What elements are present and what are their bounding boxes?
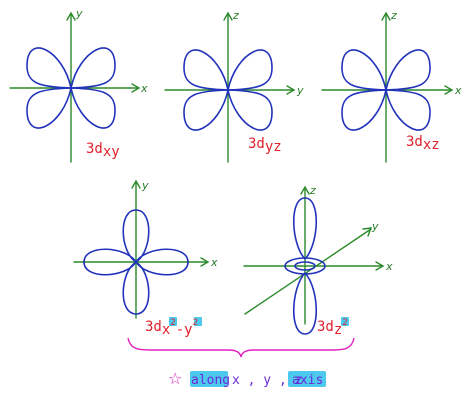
lobe-left: [83, 248, 137, 276]
lobe-upper-right: [70, 47, 116, 89]
label-highlight-1: [169, 317, 177, 326]
x-axis-arrow: [131, 83, 141, 93]
lobe-up: [292, 197, 318, 260]
z-axis-arrow: [300, 185, 310, 195]
panel-3dxy: y x 3dxy: [9, 7, 148, 163]
y-axis-diagonal-arrow: [362, 227, 373, 237]
panel-3dx2-y2: y x 3dx2-y2: [73, 179, 218, 338]
y-axis-arrow: [286, 85, 296, 95]
lobe-lower-right: [385, 89, 431, 131]
y-axis-label: y: [371, 220, 379, 233]
lobe-right: [135, 248, 189, 276]
note-highlight-along: [190, 371, 228, 387]
torus-outer: [284, 257, 326, 275]
x-axis-arrow: [200, 257, 210, 267]
lobes-3dxy: [26, 47, 116, 129]
lobe-lower-left: [183, 89, 229, 131]
z-axis-label: z: [309, 184, 316, 197]
star-icon: ☆: [168, 369, 182, 388]
lobes-3dz2: [284, 197, 326, 335]
y-axis-arrow: [131, 179, 141, 189]
torus-inner: [294, 261, 316, 271]
lobes-3dx2-y2: [83, 209, 189, 315]
lobe-lower-right: [227, 89, 273, 131]
orbital-label-3dxz: 3dxz: [406, 134, 440, 153]
lobe-upper-left: [341, 49, 387, 91]
label-highlight: [341, 317, 349, 326]
panel-3dyz: z y 3dyz: [164, 9, 304, 163]
lobes-3dyz: [183, 49, 273, 131]
note-axis: axis: [292, 373, 323, 388]
orbital-label-3dx2-y2: 3dx2-y2: [145, 318, 198, 338]
curly-brace: [127, 337, 355, 358]
lobe-lower-left: [341, 89, 387, 131]
note-highlight-axis: [288, 371, 326, 387]
lobe-down: [292, 272, 318, 335]
note-along: along: [191, 373, 230, 388]
z-axis-label: z: [390, 9, 397, 22]
z-axis-label: z: [232, 9, 239, 22]
lobe-up: [122, 209, 150, 263]
lobe-upper-left: [26, 47, 72, 89]
orbital-label-3dz2: 3dz2: [317, 318, 348, 338]
x-axis-label: x: [454, 84, 462, 97]
lobe-lower-left: [26, 87, 72, 129]
orbital-label-3dxy: 3dxy: [86, 141, 120, 160]
x-axis-label: x: [385, 260, 393, 273]
lobe-down: [122, 261, 150, 315]
panel-3dxz: z x 3dxz: [321, 9, 462, 163]
x-axis-arrow: [375, 261, 385, 271]
x-axis-label: x: [210, 256, 218, 269]
lobe-upper-right: [385, 49, 431, 91]
label-highlight-2: [194, 317, 202, 326]
y-axis-diagonal: [244, 228, 372, 315]
lobe-upper-right: [227, 49, 273, 91]
lobes-3dxz: [341, 49, 431, 131]
lobe-lower-right: [70, 87, 116, 129]
z-axis-arrow: [223, 11, 233, 21]
lobe-upper-left: [183, 49, 229, 91]
note-xyz: x , y , z: [232, 373, 302, 388]
panel-3dz2: z x y 3dz2: [243, 184, 393, 338]
y-axis-arrow: [66, 11, 76, 21]
orbital-label-3dyz: 3dyz: [248, 136, 282, 155]
y-axis-label: y: [141, 179, 149, 192]
x-axis-label: x: [140, 82, 148, 95]
y-axis-label: y: [75, 7, 83, 20]
y-axis-label: y: [296, 84, 304, 97]
z-axis-arrow: [381, 11, 391, 21]
x-axis-arrow: [444, 85, 454, 95]
